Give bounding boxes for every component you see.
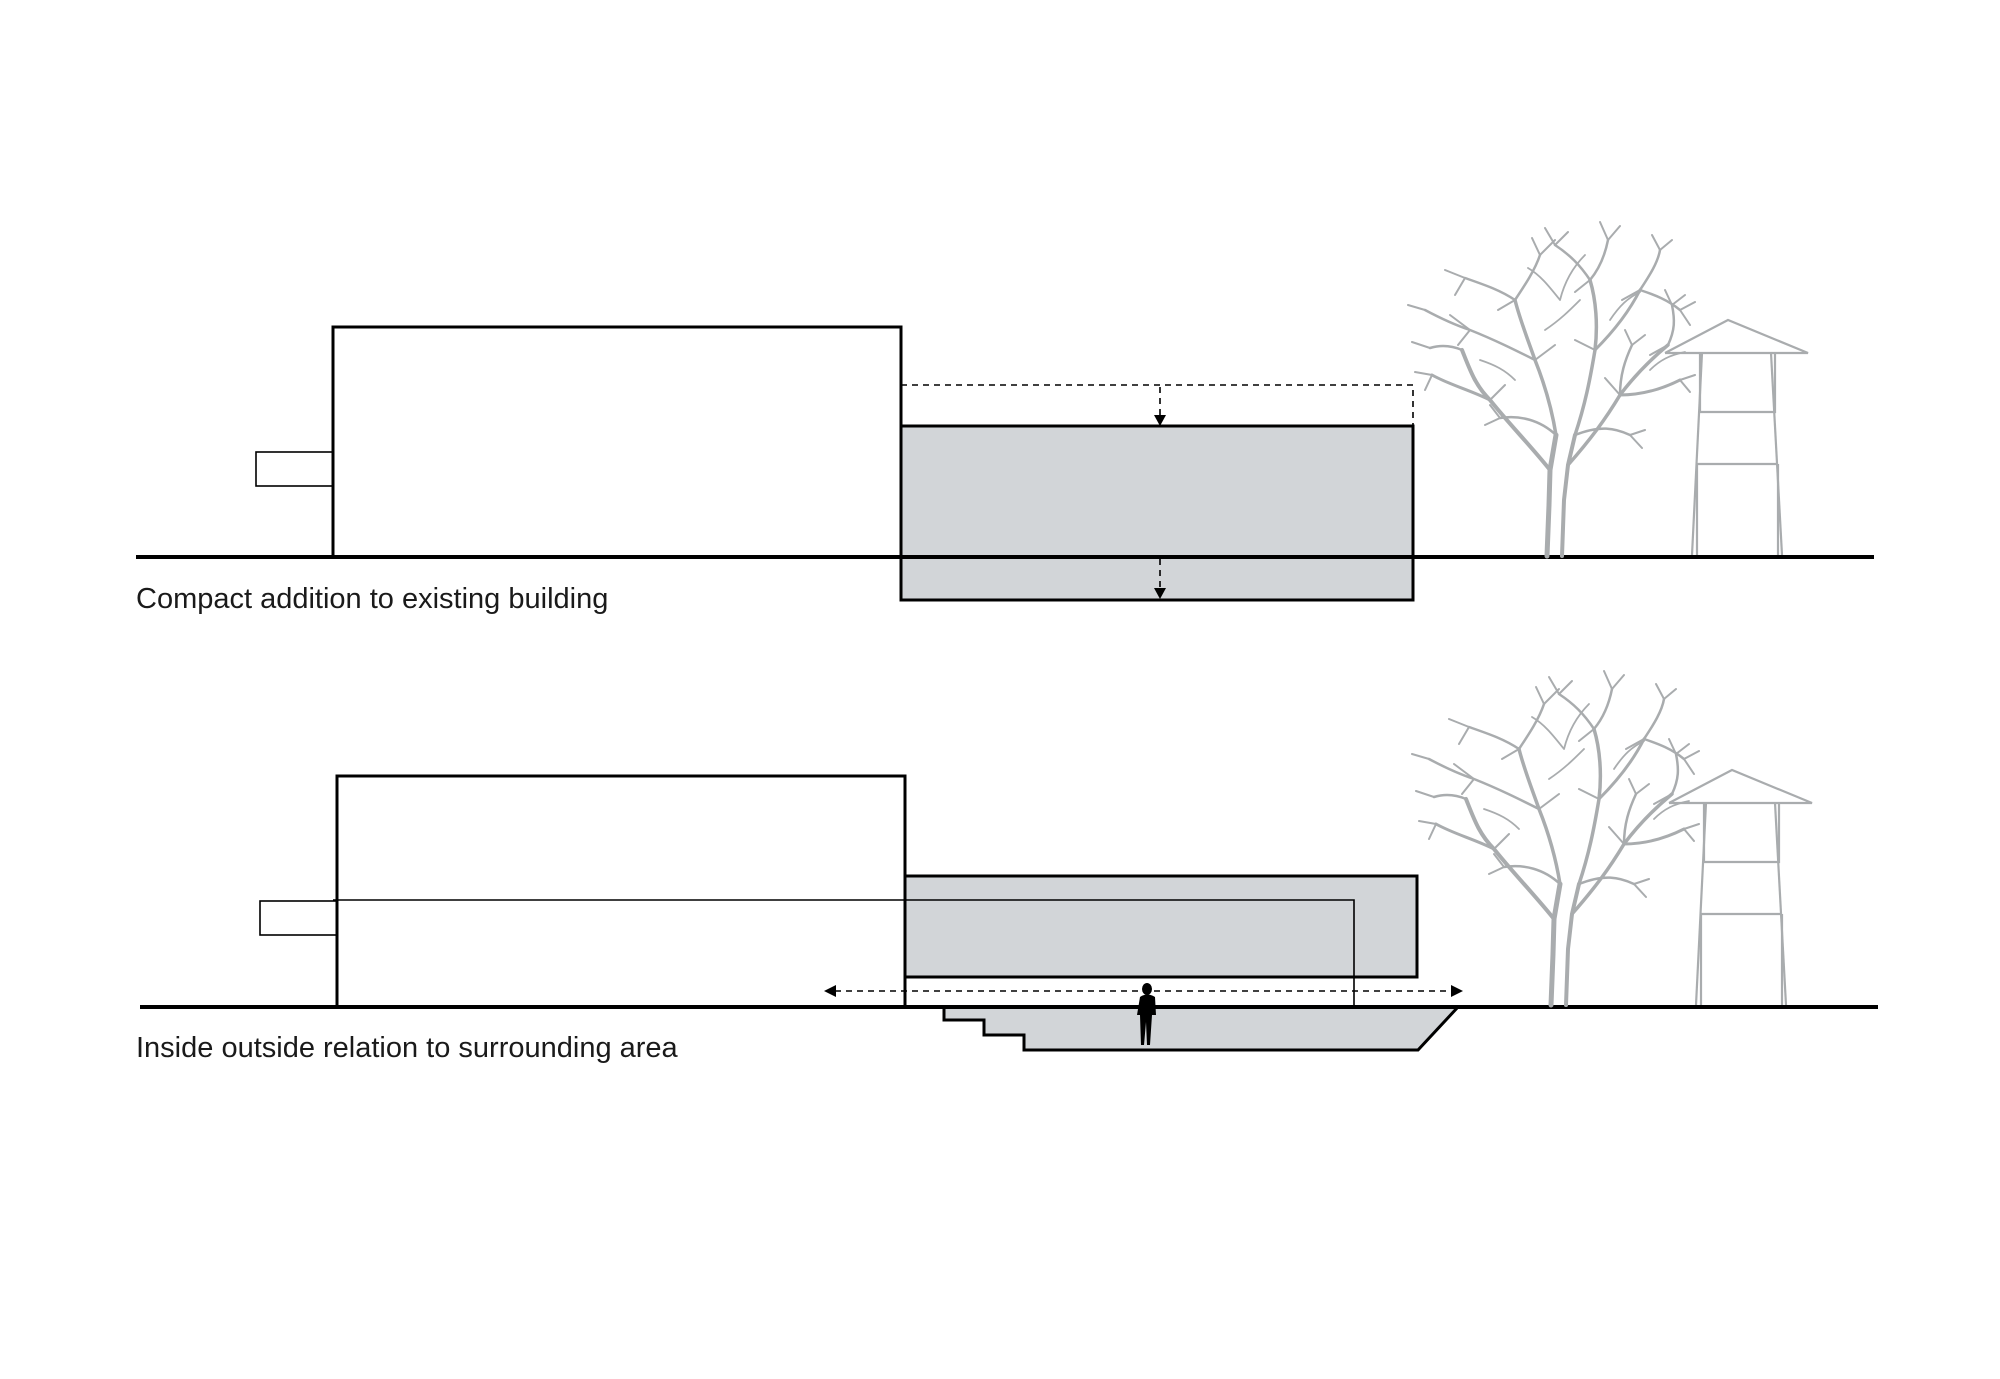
roof-lowering-arrowhead bbox=[1154, 415, 1166, 426]
diagram-inside-outside: Inside outside relation to surrounding a… bbox=[136, 671, 1878, 1064]
diagram-caption: Inside outside relation to surrounding a… bbox=[136, 1032, 679, 1064]
sunken-courtyard bbox=[942, 1005, 1462, 1052]
watchtower-icon bbox=[1668, 768, 1813, 1006]
floor-lowering-arrowhead bbox=[1154, 588, 1166, 599]
original-outline-dashed bbox=[901, 384, 1414, 426]
diagram-compact-addition: Compact addition to existing building bbox=[136, 222, 1874, 615]
diagram-caption: Compact addition to existing building bbox=[136, 583, 608, 615]
tree-icon bbox=[1412, 671, 1699, 1005]
watchtower-icon bbox=[1664, 318, 1809, 556]
tree-icon bbox=[1408, 222, 1695, 556]
connection-line bbox=[333, 899, 1355, 1007]
existing-building bbox=[331, 325, 903, 559]
entrance-canopy bbox=[255, 451, 334, 487]
addition-volume bbox=[903, 874, 1419, 979]
entrance-canopy bbox=[259, 900, 338, 936]
person-icon bbox=[1137, 983, 1156, 1045]
relation-arrowhead-right bbox=[1451, 985, 1463, 997]
relation-arrowhead-left bbox=[824, 985, 836, 997]
existing-building bbox=[335, 774, 907, 1009]
addition-volume bbox=[899, 424, 1415, 602]
